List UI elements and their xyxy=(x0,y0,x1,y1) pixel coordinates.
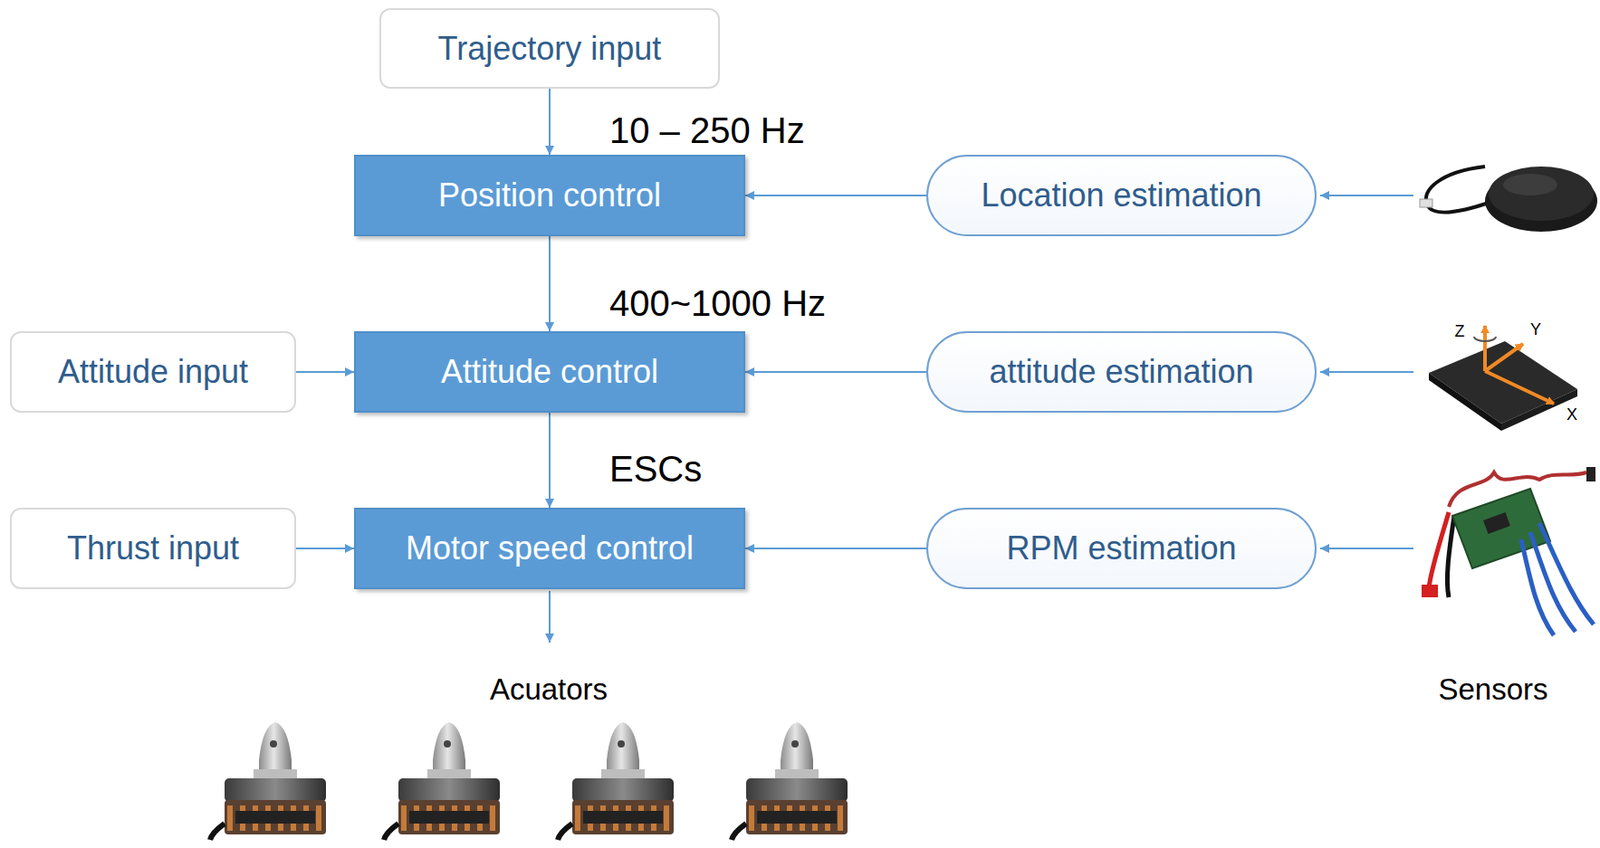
flow-arrow xyxy=(745,547,927,550)
gps-antenna xyxy=(1419,166,1598,232)
axis-arrow xyxy=(1485,371,1554,404)
axis-label: X xyxy=(1566,405,1578,425)
signal-plug xyxy=(1586,467,1596,482)
flow-arrow xyxy=(296,371,355,374)
gps-highlight xyxy=(1503,173,1558,196)
rotation-mark xyxy=(1474,336,1496,342)
esc-label: ESCs xyxy=(609,448,702,490)
gps-plug xyxy=(1419,199,1433,208)
power-wire xyxy=(1446,516,1455,598)
esc-pcb xyxy=(1452,488,1551,569)
node-text: Position control xyxy=(438,176,662,214)
rate-label: 400~1000 Hz xyxy=(609,282,826,325)
motor-wire xyxy=(1521,539,1554,636)
estimator-pill: RPM estimation xyxy=(926,507,1317,590)
group-label: Sensors xyxy=(1437,672,1548,708)
input-box: Attitude input xyxy=(9,331,297,413)
motor-icon xyxy=(731,722,848,841)
sensor-arrow xyxy=(1320,194,1414,197)
control-block: Attitude control xyxy=(354,331,746,413)
motor-icon xyxy=(383,722,500,841)
imu-chip xyxy=(1428,325,1578,432)
gps-top xyxy=(1488,166,1594,221)
flow-arrow xyxy=(548,88,551,155)
node-text: attitude estimation xyxy=(988,353,1254,391)
node-text: RPM estimation xyxy=(1005,529,1236,567)
input-box: Trajectory input xyxy=(379,8,720,89)
flow-arrow xyxy=(745,371,927,374)
estimator-pill: attitude estimation xyxy=(926,331,1317,413)
control-block: Motor speed control xyxy=(354,507,746,590)
chip-top xyxy=(1428,341,1578,424)
node-text: Trajectory input xyxy=(438,29,662,68)
axis-arrow xyxy=(1483,325,1487,372)
motor-wire xyxy=(1539,523,1594,625)
sensor-arrow xyxy=(1320,371,1414,374)
input-box: Thrust input xyxy=(9,507,297,590)
power-plug xyxy=(1421,584,1438,598)
esc-chip xyxy=(1483,512,1511,535)
flow-arrow xyxy=(548,412,551,508)
axis-label: Z xyxy=(1455,322,1466,342)
motor-icon xyxy=(557,722,674,841)
node-text: Location estimation xyxy=(980,176,1262,214)
esc-board xyxy=(1421,467,1596,636)
flow-arrow xyxy=(548,236,551,332)
sensor-arrow xyxy=(1320,547,1414,550)
output-arrow xyxy=(548,591,551,643)
flow-arrow xyxy=(745,194,927,197)
rate-label: 10 – 250 Hz xyxy=(609,109,805,152)
control-block: Position control xyxy=(354,154,746,237)
motor-wire xyxy=(1530,532,1576,633)
node-text: Motor speed control xyxy=(405,529,694,567)
estimator-pill: Location estimation xyxy=(926,154,1317,237)
axis-arrow xyxy=(1485,344,1524,372)
node-text: Thrust input xyxy=(67,529,240,567)
node-text: Attitude control xyxy=(440,353,659,391)
motor-icon xyxy=(210,722,326,841)
flow-arrow xyxy=(296,547,355,550)
chip-side xyxy=(1428,373,1502,432)
node-text: Attitude input xyxy=(57,353,249,391)
group-label: Acuators xyxy=(489,672,608,708)
gps-cable xyxy=(1426,166,1495,213)
axis-label: Y xyxy=(1530,320,1542,340)
